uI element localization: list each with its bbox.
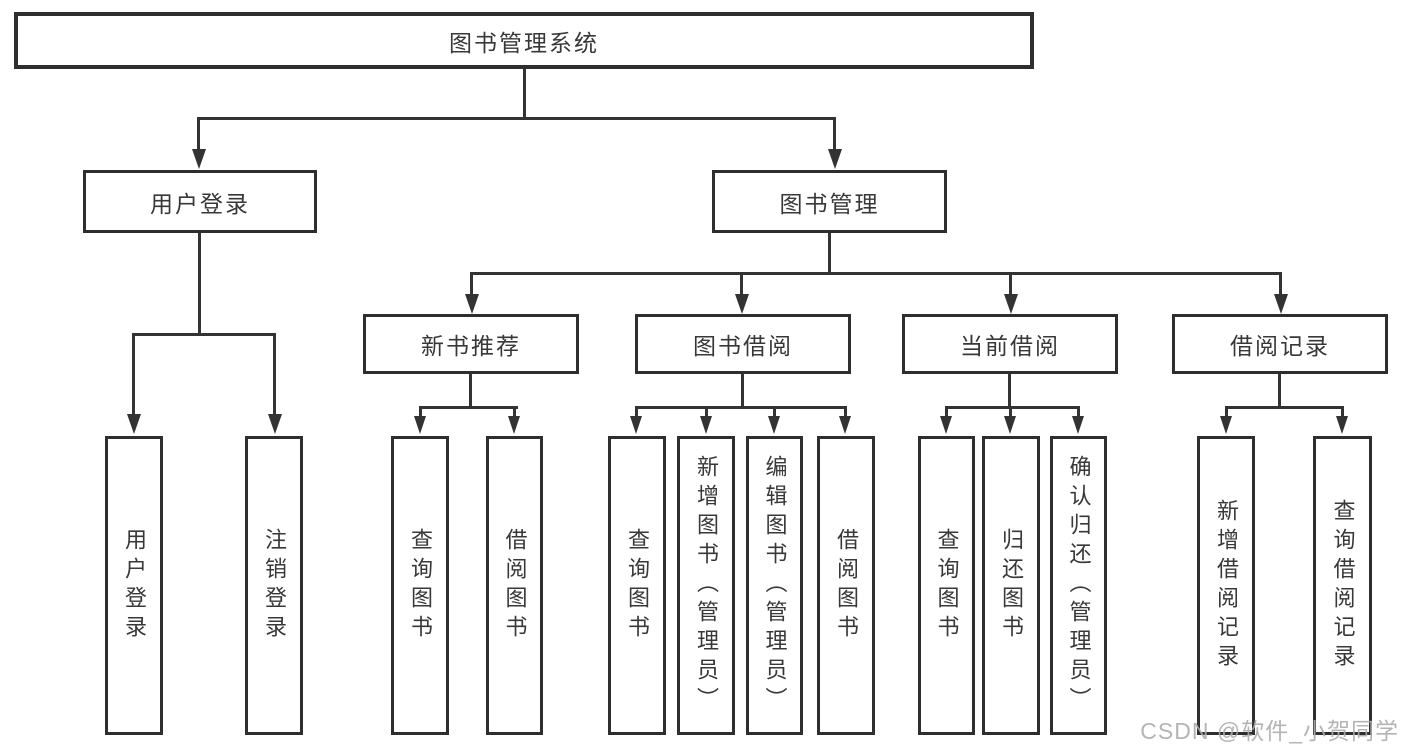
leaf-return-books-label: 归还图书	[999, 527, 1024, 644]
node-new-book-recommend-label: 新书推荐	[421, 333, 521, 359]
leaf-add-book-admin-label: 新增图书（管理员）	[694, 455, 719, 716]
leaf-borrow-books-label: 借阅图书	[834, 527, 859, 644]
connector-hline	[1225, 406, 1344, 409]
node-current-borrow-label: 当前借阅	[960, 333, 1060, 359]
leaf-query-books-borrow: 查询图书	[608, 436, 666, 735]
leaf-query-books-borrow-label: 查询图书	[625, 527, 650, 644]
arrowhead-down-icon	[940, 416, 952, 434]
arrowhead-down-icon	[828, 149, 842, 169]
arrowhead-down-icon	[192, 149, 206, 169]
connector-vline	[1341, 406, 1344, 418]
connector-vline	[833, 117, 836, 151]
leaf-edit-book-admin: 编辑图书（管理员）	[746, 436, 803, 735]
arrowhead-down-icon	[1004, 294, 1018, 314]
connector-hline	[419, 406, 518, 409]
arrowhead-down-icon	[268, 414, 282, 434]
connector-vline	[1225, 406, 1228, 418]
node-book-management-label: 图书管理	[779, 190, 880, 217]
leaf-query-borrow-record-label: 查询借阅记录	[1330, 498, 1356, 673]
connector-vline	[1009, 272, 1012, 296]
connector-vline	[844, 406, 847, 418]
connector-hline	[197, 117, 836, 120]
connector-vline	[469, 374, 472, 409]
leaf-confirm-return-admin-label: 确认归还（管理员）	[1066, 455, 1092, 716]
connector-hline	[132, 333, 276, 336]
leaf-borrow-books: 借阅图书	[817, 436, 875, 735]
connector-vline	[1008, 374, 1011, 409]
arrowhead-down-icon	[465, 294, 479, 314]
connector-vline	[419, 406, 422, 418]
watermark: CSDN @软件_小贺同学	[1140, 718, 1399, 744]
leaf-borrow-books-recommend: 借阅图书	[486, 436, 543, 735]
leaf-borrow-books-recommend-label: 借阅图书	[502, 527, 528, 644]
arrowhead-down-icon	[127, 414, 141, 434]
connector-hline	[635, 406, 846, 409]
connector-vline	[1278, 374, 1281, 409]
leaf-query-books-recommend-label: 查询图书	[408, 527, 433, 644]
leaf-return-books: 归还图书	[982, 436, 1040, 735]
node-new-book-recommend: 新书推荐	[363, 314, 579, 374]
connector-vline	[132, 333, 135, 415]
connector-vline	[635, 406, 638, 418]
arrowhead-down-icon	[508, 416, 520, 434]
connector-vline	[523, 69, 526, 120]
node-book-borrow-label: 图书借阅	[693, 333, 793, 359]
arrowhead-down-icon	[1004, 416, 1016, 434]
node-user-login: 用户登录	[83, 170, 317, 233]
node-current-borrow: 当前借阅	[902, 314, 1118, 374]
leaf-query-books-current-label: 查询图书	[934, 527, 960, 644]
leaf-logout: 注销登录	[245, 436, 303, 735]
arrowhead-down-icon	[630, 416, 642, 434]
connector-vline	[513, 406, 516, 418]
connector-vline	[470, 272, 473, 296]
leaf-confirm-return-admin: 确认归还（管理员）	[1050, 436, 1107, 735]
node-library-system-label: 图书管理系统	[449, 29, 599, 56]
node-book-borrow: 图书借阅	[635, 314, 851, 374]
connector-vline	[1077, 406, 1080, 418]
leaf-add-book-admin: 新增图书（管理员）	[677, 436, 735, 735]
node-library-system: 图书管理系统	[14, 12, 1034, 69]
connector-vline	[740, 272, 743, 296]
leaf-add-borrow-record: 新增借阅记录	[1197, 436, 1255, 735]
connector-vline	[1279, 272, 1282, 296]
leaf-query-books-recommend: 查询图书	[391, 436, 449, 735]
node-book-management: 图书管理	[712, 170, 947, 233]
leaf-query-borrow-record: 查询借阅记录	[1313, 436, 1372, 735]
leaf-user-login: 用户登录	[105, 436, 163, 735]
node-borrow-records-label: 借阅记录	[1230, 333, 1330, 359]
arrowhead-down-icon	[1336, 416, 1348, 434]
arrowhead-down-icon	[768, 416, 780, 434]
connector-vline	[198, 233, 201, 336]
arrowhead-down-icon	[414, 416, 426, 434]
connector-vline	[705, 406, 708, 418]
arrowhead-down-icon	[1220, 416, 1232, 434]
leaf-logout-label: 注销登录	[262, 527, 287, 644]
connector-hline	[470, 272, 1281, 275]
connector-vline	[945, 406, 948, 418]
leaf-query-books-current: 查询图书	[918, 436, 975, 735]
arrowhead-down-icon	[700, 416, 712, 434]
connector-vline	[197, 117, 200, 151]
leaf-edit-book-admin-label: 编辑图书（管理员）	[762, 455, 788, 716]
node-borrow-records: 借阅记录	[1172, 314, 1388, 374]
connector-vline	[273, 333, 276, 415]
connector-hline	[945, 406, 1080, 409]
leaf-user-login-label: 用户登录	[122, 527, 147, 644]
arrowhead-down-icon	[839, 416, 851, 434]
leaf-add-borrow-record-label: 新增借阅记录	[1214, 498, 1239, 673]
connector-vline	[773, 406, 776, 418]
arrowhead-down-icon	[1072, 416, 1084, 434]
connector-vline	[1009, 406, 1012, 418]
arrowhead-down-icon	[735, 294, 749, 314]
arrowhead-down-icon	[1274, 294, 1288, 314]
connector-vline	[828, 233, 831, 275]
connector-vline	[741, 374, 744, 409]
node-user-login-label: 用户登录	[150, 190, 250, 217]
